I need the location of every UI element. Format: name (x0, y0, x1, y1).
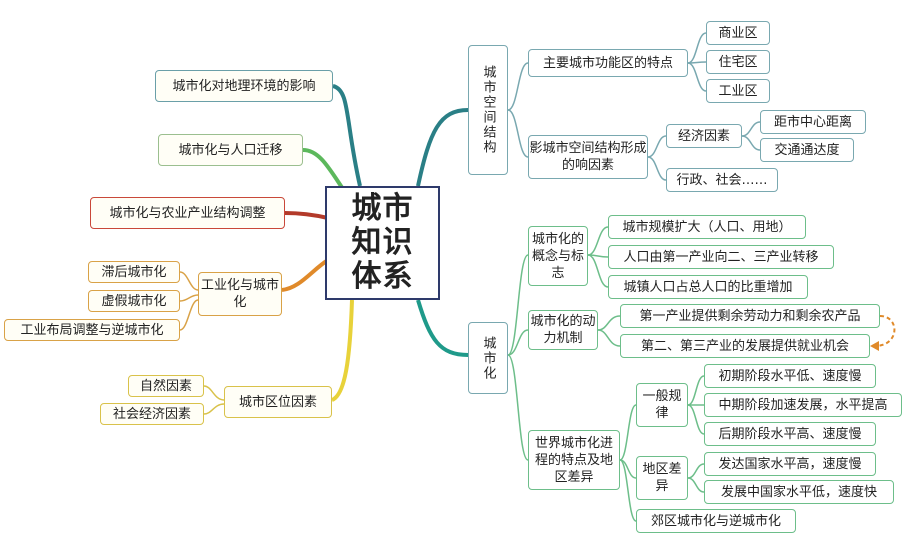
node-commercial: 商业区 (706, 21, 770, 45)
node-economic: 经济因素 (666, 124, 742, 148)
conn-functional (507, 62, 529, 111)
conn-commercial (687, 32, 707, 64)
conn-suburban (619, 459, 637, 522)
node-structure-factors: 影城市空间结构形成的响因素 (528, 135, 648, 179)
conn-c3 (587, 254, 609, 288)
center-node: 城市 知识 体系 (325, 186, 440, 300)
node-spatial-structure: 城市空间结构 (468, 45, 508, 175)
conn-g1 (687, 375, 705, 406)
branch-migration (302, 148, 347, 194)
conn-dynamics (507, 329, 529, 356)
node-industrial-layout: 工业布局调整与逆城市化 (4, 319, 180, 341)
conn-d2 (597, 329, 621, 347)
conn-world (507, 354, 529, 461)
conn-general (619, 404, 637, 461)
center-line-1: 城市 (351, 191, 414, 226)
node-world: 世界城市化进程的特点及地区差异 (528, 430, 620, 490)
node-location: 城市区位因素 (224, 386, 332, 418)
node-migration: 城市化与人口迁移 (158, 134, 303, 166)
node-natural-factors: 自然因素 (128, 375, 204, 397)
conn-r1 (687, 463, 705, 479)
node-lag-urbanization: 滞后城市化 (88, 261, 180, 283)
conn-r2 (687, 477, 705, 493)
node-concept-2: 人口由第一产业向二、三产业转移 (608, 245, 834, 269)
branch-agri (284, 211, 329, 220)
center-line-3: 体系 (351, 259, 414, 294)
node-regional-diff: 地区差异 (636, 456, 688, 500)
node-distance: 距市中心距离 (760, 110, 866, 134)
node-concept: 城市化的概念与标志 (528, 226, 588, 286)
node-social-factors: 社会经济因素 (100, 403, 204, 425)
node-functional-zones: 主要城市功能区的特点 (528, 49, 688, 77)
node-regional-1: 发达国家水平高，速度慢 (704, 452, 876, 476)
branch-impact (332, 84, 362, 187)
node-general-3: 后期阶段水平高、速度慢 (704, 422, 876, 446)
node-admin-social: 行政、社会…… (666, 168, 778, 192)
branch-location (330, 299, 354, 402)
conn-lag (179, 271, 199, 291)
node-dynamics-2: 第二、第三产业的发展提供就业机会 (620, 334, 870, 358)
node-general-rule: 一般规律 (636, 383, 688, 427)
conn-industrialzone (687, 62, 707, 92)
node-dynamics-1: 第一产业提供剩余劳动力和剩余农产品 (620, 304, 880, 328)
node-industrial-zone: 工业区 (706, 79, 770, 103)
node-regional-2: 发展中国家水平低，速度快 (704, 480, 894, 504)
node-concept-1: 城市规模扩大（人口、用地） (608, 215, 806, 239)
node-transport: 交通通达度 (760, 138, 854, 162)
dynamics-feedback-arrow (874, 315, 896, 347)
node-industrial: 工业化与城市化 (198, 272, 282, 316)
conn-admin (647, 156, 667, 181)
arrowhead-icon (870, 341, 879, 351)
conn-d1 (597, 315, 621, 331)
branch-industrial (281, 258, 330, 292)
node-fake-urbanization: 虚假城市化 (88, 290, 180, 312)
node-dynamics: 城市化的动力机制 (528, 310, 598, 350)
conn-concept (507, 254, 529, 356)
conn-factors (507, 109, 529, 158)
conn-transport (741, 135, 761, 151)
center-line-2: 知识 (351, 225, 414, 260)
node-suburban: 郊区城市化与逆城市化 (636, 509, 796, 533)
node-urbanization: 城市化 (468, 322, 508, 394)
node-general-2: 中期阶段加速发展，水平提高 (704, 393, 902, 417)
branch-structure (416, 108, 469, 187)
conn-natural (203, 385, 225, 401)
conn-social (203, 403, 225, 415)
node-impact: 城市化对地理环境的影响 (155, 70, 333, 102)
conn-c1 (587, 226, 609, 256)
node-general-1: 初期阶段水平低、速度慢 (704, 364, 876, 388)
conn-distance (741, 121, 761, 137)
conn-economic (647, 135, 667, 158)
conn-g3 (687, 404, 705, 435)
node-agri: 城市化与农业产业结构调整 (90, 197, 285, 229)
node-concept-3: 城镇人口占总人口的比重增加 (608, 275, 808, 299)
branch-urbanization (416, 299, 469, 357)
conn-fake (179, 294, 199, 302)
conn-layout (179, 299, 199, 331)
node-residential: 住宅区 (706, 50, 770, 74)
